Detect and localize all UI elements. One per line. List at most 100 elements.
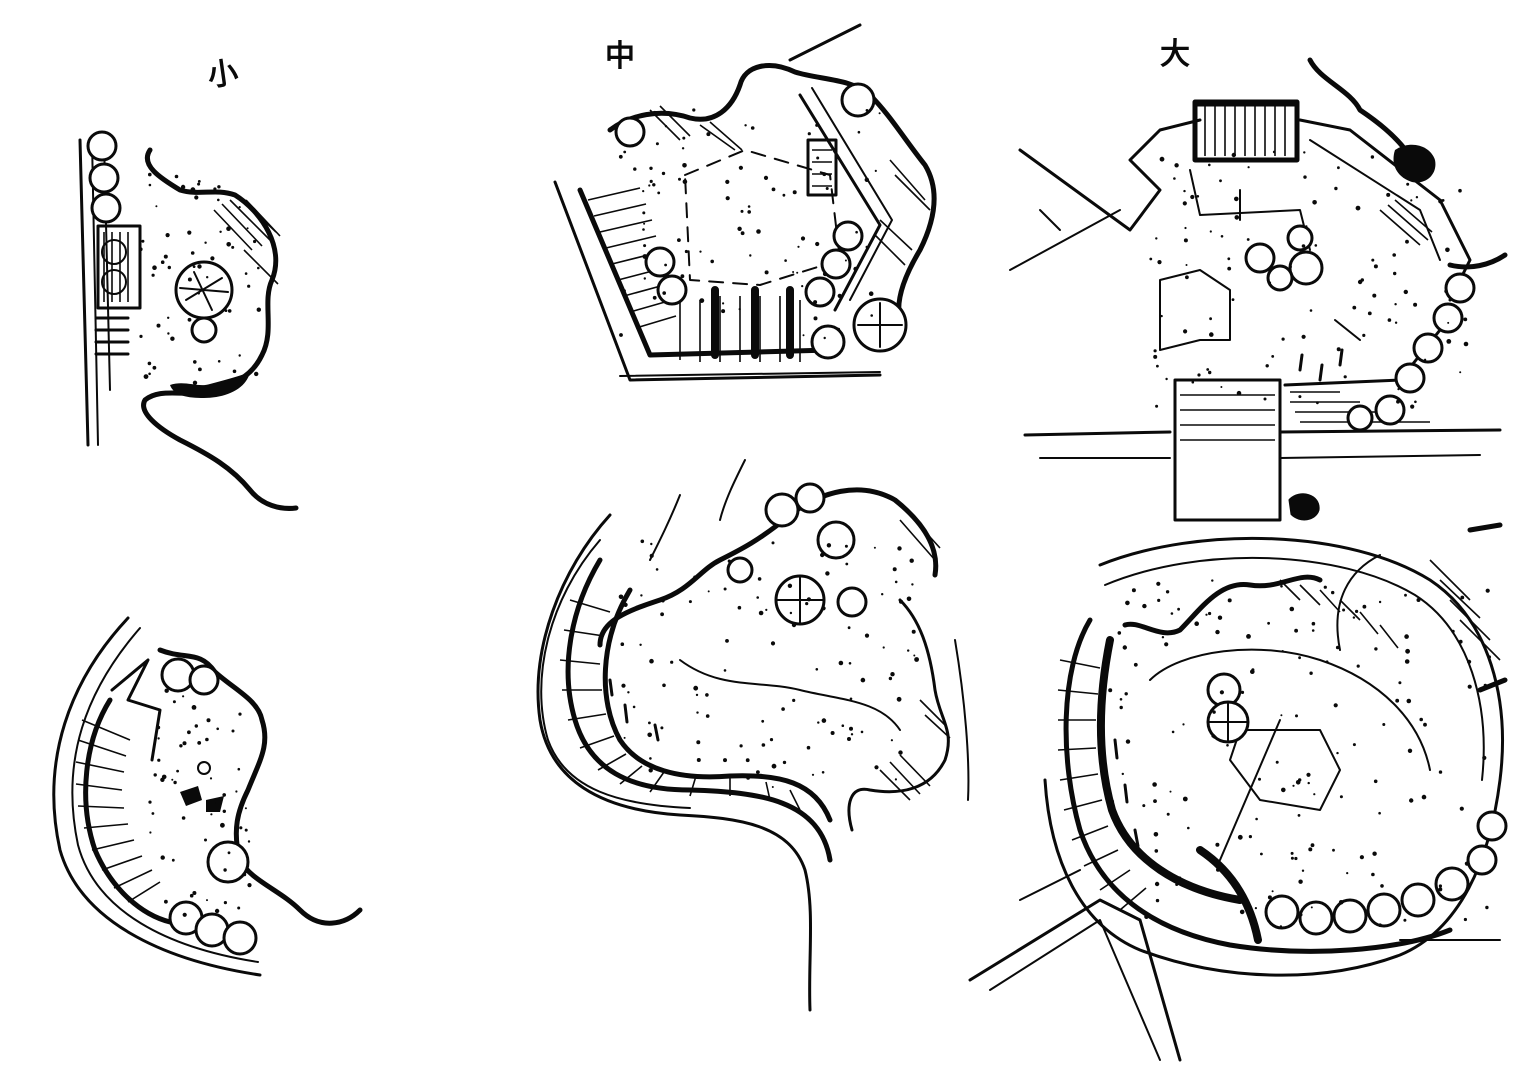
stipple-dot xyxy=(640,539,645,544)
stipple-dot xyxy=(156,725,161,730)
stipple-dot xyxy=(892,567,897,572)
stipple-dot xyxy=(1355,609,1359,614)
stipple-dot xyxy=(761,719,765,723)
stipple-dot xyxy=(1438,884,1442,888)
stipple-dot xyxy=(1119,705,1123,710)
stipple-dot xyxy=(770,641,776,646)
stipple-dot xyxy=(1125,739,1131,744)
stipple-dot xyxy=(907,649,910,652)
stipple-dot xyxy=(1421,794,1427,800)
stipple-dot xyxy=(894,580,898,584)
label-medium: 中 xyxy=(605,39,635,74)
stipple-dot xyxy=(652,110,657,115)
stipple-dot xyxy=(906,596,912,602)
stipple-dot xyxy=(841,724,845,727)
stipple-dot xyxy=(1295,714,1298,718)
stipple-dot xyxy=(1169,790,1172,793)
stipple-dot xyxy=(206,276,209,279)
stipple-dot xyxy=(618,594,624,600)
stipple-dot xyxy=(873,546,876,549)
stipple-dot xyxy=(1173,177,1176,180)
stipple-dot xyxy=(647,732,652,738)
stipple-dot xyxy=(650,542,653,546)
stipple-dot xyxy=(148,172,152,177)
stipple-dot xyxy=(1309,309,1313,312)
stipple-dot xyxy=(197,741,202,745)
stipple-dot xyxy=(1205,613,1208,616)
stipple-dot xyxy=(745,758,750,763)
stipple-dot xyxy=(244,272,248,275)
stipple-dot xyxy=(246,227,249,230)
stipple-dot xyxy=(1307,781,1310,785)
stipple-dot xyxy=(1362,333,1366,337)
stipple-dot xyxy=(1446,339,1452,344)
stipple-dot xyxy=(756,770,760,774)
stipple-dot xyxy=(692,108,696,112)
stipple-dot xyxy=(1185,275,1189,280)
stipple-dot xyxy=(1316,401,1319,405)
stipple-dot xyxy=(244,828,248,832)
stipple-dot xyxy=(696,711,699,714)
stipple-dot xyxy=(1300,913,1303,917)
stipple-dot xyxy=(1333,703,1338,708)
stipple-dot xyxy=(722,302,725,305)
stipple-dot xyxy=(244,807,247,810)
stipple-dot xyxy=(1386,192,1391,197)
stipple-dot xyxy=(1254,907,1257,910)
stipple-dot xyxy=(619,333,623,337)
stipple-dot xyxy=(849,726,853,731)
stipple-dot xyxy=(1220,235,1224,238)
stipple-dot xyxy=(707,590,710,593)
stipple-dot xyxy=(771,786,774,788)
stipple-dot xyxy=(913,654,916,657)
stipple-dot xyxy=(1108,688,1113,693)
stipple-dot xyxy=(1227,257,1231,261)
stipple-dot xyxy=(1292,784,1295,787)
stipple-dot xyxy=(723,669,727,672)
stipple-dot xyxy=(791,622,797,628)
stipple-dot xyxy=(1343,375,1347,379)
stipple-dot xyxy=(1331,590,1335,595)
stipple-dot xyxy=(220,822,225,828)
stipple-dot xyxy=(1117,631,1122,635)
stipple-dot xyxy=(1153,354,1158,359)
stipple-dot xyxy=(848,662,852,665)
stipple-dot xyxy=(1219,690,1224,695)
stipple-dot xyxy=(139,247,143,251)
stipple-dot xyxy=(151,273,155,277)
stipple-dot xyxy=(1467,659,1472,664)
stipple-dot xyxy=(626,591,630,595)
stipple-dot xyxy=(257,266,260,270)
stipple-dot xyxy=(844,544,848,548)
stipple-dot xyxy=(1444,289,1448,294)
stipple-dot xyxy=(1485,588,1490,593)
stipple-dot xyxy=(682,136,686,140)
stipple-dot xyxy=(830,731,835,735)
stipple-dot xyxy=(648,721,651,725)
plan-large-top xyxy=(1009,57,1508,522)
stipple-dot xyxy=(744,124,747,127)
stipple-dot xyxy=(763,175,769,180)
stipple-dot xyxy=(1227,598,1232,603)
stipple-dot xyxy=(1177,607,1180,611)
stipple-dot xyxy=(897,546,902,551)
stipple-dot xyxy=(1332,848,1335,852)
stipple-dot xyxy=(180,184,186,190)
stipple-dot xyxy=(677,238,681,243)
stipple-dot xyxy=(1373,264,1378,269)
stipple-dot xyxy=(219,230,222,233)
stipple-dot xyxy=(1334,186,1338,191)
stipple-dot xyxy=(215,801,218,805)
stipple-dot xyxy=(1131,588,1136,593)
stipple-dot xyxy=(823,336,826,340)
stipple-dot xyxy=(187,317,192,322)
stipple-dot xyxy=(853,266,858,272)
stipple-dot xyxy=(1182,723,1185,726)
stipple-dot xyxy=(725,196,730,201)
stipple-dot xyxy=(1392,253,1396,257)
stipple-dot xyxy=(1352,616,1356,619)
plan-small-top xyxy=(78,130,299,511)
stipple-dot xyxy=(836,327,841,331)
stipple-dot xyxy=(821,606,826,611)
